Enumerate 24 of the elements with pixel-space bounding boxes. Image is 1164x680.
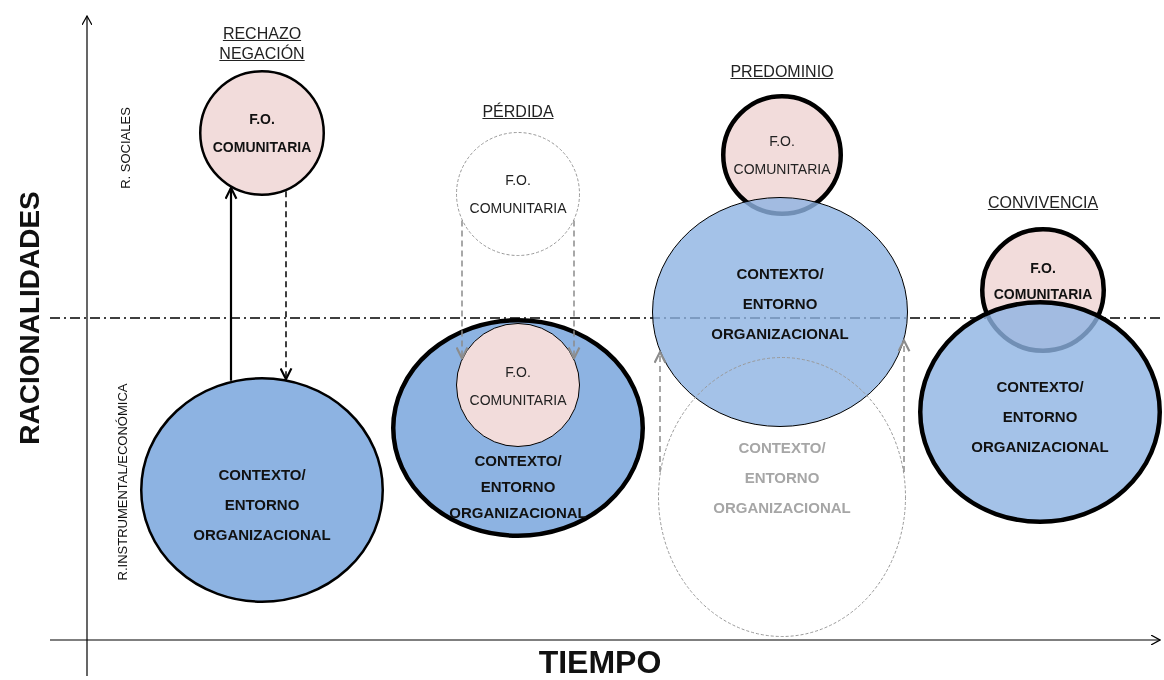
node-text: F.O. COMUNITARIA — [211, 110, 313, 157]
stage-heading: PREDOMINIO — [729, 62, 835, 82]
node-text: CONTEXTO/ ENTORNO ORGANIZACIONAL — [712, 437, 852, 518]
node-text: CONTEXTO/ ENTORNO ORGANIZACIONAL — [448, 450, 588, 523]
arrow — [897, 339, 911, 473]
arrow — [567, 219, 581, 360]
stage-heading: CONVIVENCIA — [986, 193, 1100, 213]
zone-label: R. SOCIALES — [117, 107, 133, 189]
arrow — [653, 350, 667, 473]
node-text: CONTEXTO/ ENTORNO ORGANIZACIONAL — [710, 264, 850, 345]
node-text: F.O. COMUNITARIA — [468, 362, 568, 410]
arrow — [224, 186, 238, 381]
zone-label: R.INSTRUMENTAL/ECONÓMICA — [114, 383, 130, 581]
stage-heading: RECHAZO NEGACIÓN — [218, 24, 306, 64]
arrow — [455, 219, 469, 360]
node-text: CONTEXTO/ ENTORNO ORGANIZACIONAL — [192, 465, 332, 545]
node-text: CONTEXTO/ ENTORNO ORGANIZACIONAL — [970, 376, 1110, 457]
node-text: F.O. COMUNITARIA — [992, 258, 1094, 304]
axis-title: TIEMPO — [538, 643, 662, 680]
node-text: F.O. COMUNITARIA — [732, 132, 832, 179]
arrow — [279, 190, 293, 381]
axis-title: RACIONALIDADES — [14, 191, 46, 445]
stage-heading: PÉRDIDA — [481, 102, 555, 122]
node-text: F.O. COMUNITARIA — [468, 171, 568, 218]
